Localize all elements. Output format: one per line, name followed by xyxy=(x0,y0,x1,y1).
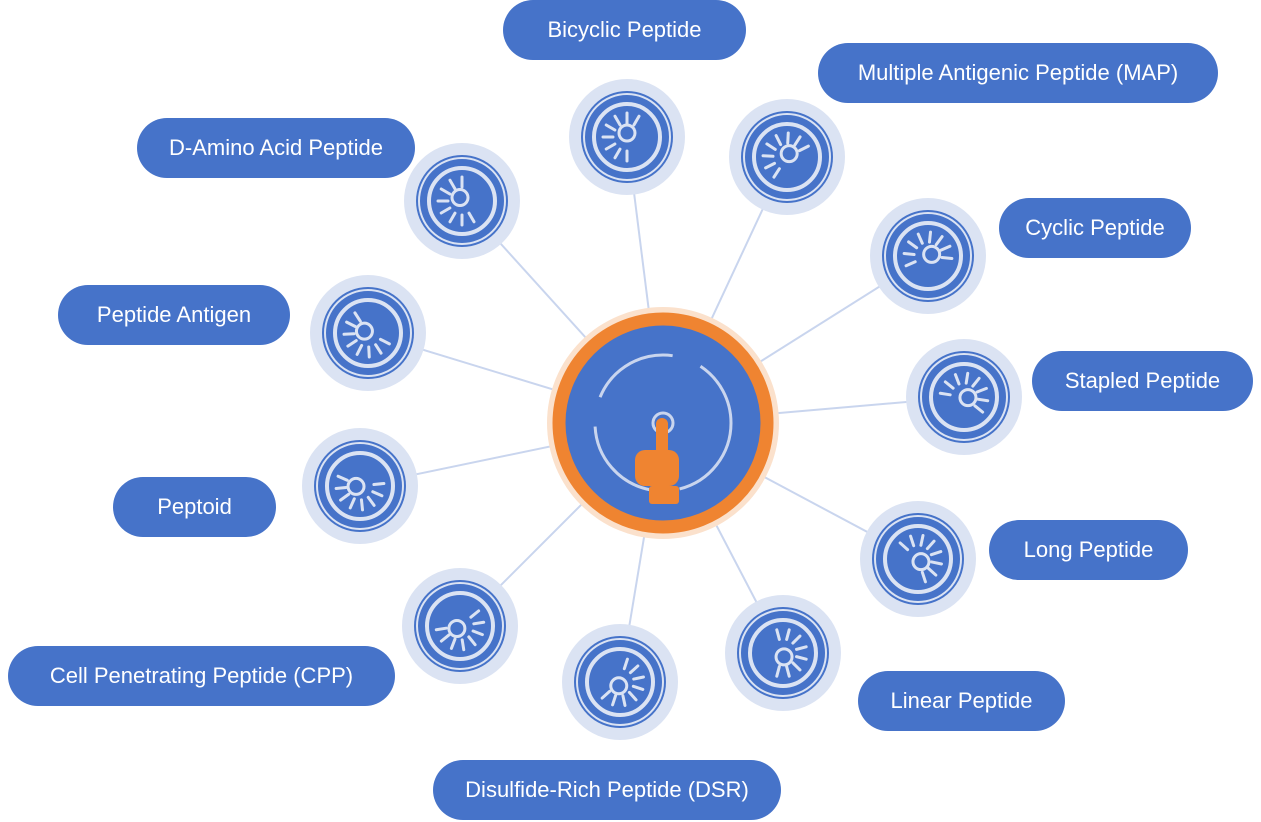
label-bicyclic: Bicyclic Peptide xyxy=(503,0,746,60)
node-peptoid xyxy=(302,428,418,544)
node-damino xyxy=(404,143,520,259)
node-inner-ring xyxy=(743,113,831,201)
node-icon-ring xyxy=(425,591,495,661)
node-inner-ring xyxy=(576,638,664,726)
node-inner-ring xyxy=(418,157,506,245)
node-bicyclic xyxy=(569,79,685,195)
flask-icon xyxy=(938,371,990,414)
node-icon-ring xyxy=(752,122,822,192)
node-inner-ring xyxy=(324,289,412,377)
label-dsr: Disulfide-Rich Peptide (DSR) xyxy=(433,760,781,820)
flask-icon xyxy=(436,175,476,227)
node-antigen xyxy=(310,275,426,391)
node-dsr xyxy=(562,624,678,740)
node-stapled xyxy=(906,339,1022,455)
node-inner-ring xyxy=(739,609,827,697)
flask-icon xyxy=(902,230,954,268)
label-damino: D-Amino Acid Peptide xyxy=(137,118,415,178)
node-icon-ring xyxy=(427,166,497,236)
node-icon-ring xyxy=(883,524,953,594)
node-map xyxy=(729,99,845,215)
node-icon-ring xyxy=(585,647,655,717)
label-stapled: Stapled Peptide xyxy=(1032,351,1253,411)
node-inner-ring xyxy=(884,212,972,300)
node-cyclic xyxy=(870,198,986,314)
node-icon-ring xyxy=(893,221,963,291)
hub-cycle-arrows xyxy=(593,353,733,493)
node-inner-ring xyxy=(920,353,1008,441)
flask-icon xyxy=(600,657,645,707)
flask-icon xyxy=(334,474,386,512)
node-long xyxy=(860,501,976,617)
nodes xyxy=(302,79,1022,740)
flask-icon xyxy=(342,311,391,359)
flask-icon xyxy=(898,534,943,584)
label-peptoid: Peptoid xyxy=(113,477,276,537)
flask-icon xyxy=(434,609,486,652)
node-inner-ring xyxy=(416,582,504,670)
label-cpp: Cell Penetrating Peptide (CPP) xyxy=(8,646,395,706)
node-cpp xyxy=(402,568,518,684)
label-antigen: Peptide Antigen xyxy=(58,285,290,345)
node-inner-ring xyxy=(316,442,404,530)
node-icon-ring xyxy=(592,102,662,172)
node-inner-ring xyxy=(583,93,671,181)
flask-icon xyxy=(761,131,810,179)
label-linear: Linear Peptide xyxy=(858,671,1065,731)
label-map: Multiple Antigenic Peptide (MAP) xyxy=(818,43,1218,103)
label-cyclic: Cyclic Peptide xyxy=(999,198,1191,258)
flask-icon xyxy=(601,111,641,163)
node-inner-ring xyxy=(874,515,962,603)
node-linear xyxy=(725,595,841,711)
center-hub xyxy=(547,307,779,539)
node-icon-ring xyxy=(748,618,818,688)
flask-icon xyxy=(774,628,808,678)
pointing-hand-icon xyxy=(635,418,679,504)
node-icon-ring xyxy=(325,451,395,521)
node-icon-ring xyxy=(929,362,999,432)
node-icon-ring xyxy=(333,298,403,368)
label-long: Long Peptide xyxy=(989,520,1188,580)
